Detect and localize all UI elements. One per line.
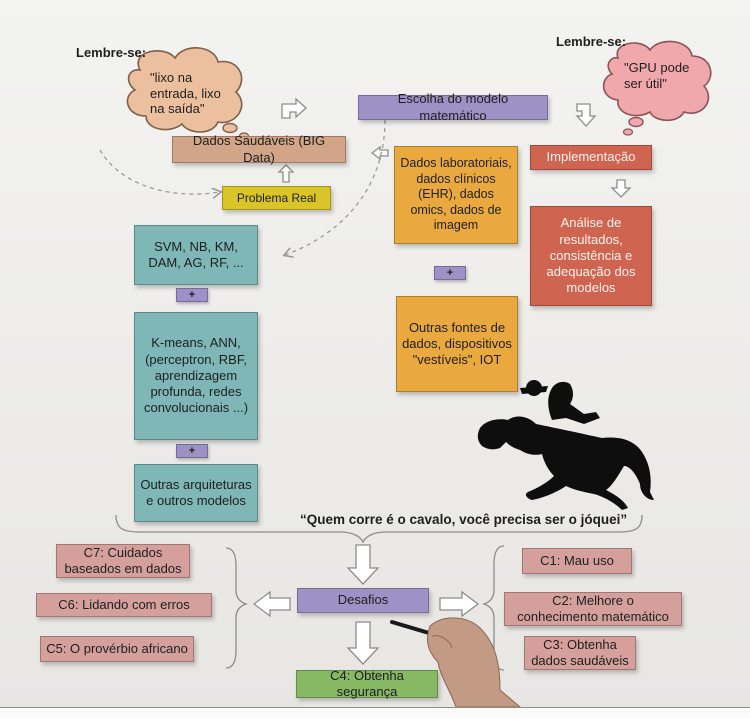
horse-jockey-icon	[477, 380, 654, 510]
thought-cloud-left	[126, 47, 250, 140]
plus-connector-orange: +	[434, 266, 466, 280]
reminder-cloud-right-text: "GPU pode ser útil"	[624, 60, 690, 91]
reminder-label-left: Lembre-se:	[76, 45, 147, 60]
thought-cloud-right	[602, 40, 712, 136]
problema-real-box: Problema Real	[222, 186, 331, 210]
hand-with-pen-icon	[390, 617, 522, 708]
escolha-modelo-box: Escolha do modelo matemático	[358, 91, 548, 123]
challenge-c4: C4: Obtenha segurança	[296, 668, 438, 699]
challenge-c7: C7: Cuidados baseados em dados	[56, 544, 190, 578]
bracket-top	[115, 514, 643, 544]
implementacao-box: Implementação	[530, 145, 652, 170]
reminder-cloud-left-text: "lixo na entrada, lixo na saída"	[150, 70, 221, 117]
brace-left	[225, 547, 249, 669]
challenge-c1: C1: Mau uso	[522, 548, 632, 574]
analise-box: Análise de resultados, consistência e ad…	[530, 206, 652, 306]
bottom-border	[0, 707, 750, 718]
desafios-box: Desafios	[297, 588, 429, 613]
hollow-arrows	[252, 97, 632, 665]
plus-connector-blue-2: +	[176, 444, 208, 458]
challenge-c6: C6: Lidando com erros	[36, 593, 212, 617]
kmeans-models-box: K-means, ANN, (perceptron, RBF, aprendiz…	[134, 312, 258, 440]
reminder-label-right: Lembre-se:	[556, 34, 627, 49]
dados-laboratoriais-box: Dados laboratoriais, dados clínicos (EHR…	[394, 146, 518, 244]
dados-saudaveis-box: Dados Saudáveis (BIG Data)	[172, 133, 346, 165]
svm-models-box: SVM, NB, KM, DAM, AG, RF, ...	[134, 225, 258, 285]
outras-arquiteturas-box: Outras arquiteturas e outros modelos	[134, 464, 258, 522]
challenge-c2: C2: Melhore o conhecimento matemático	[504, 592, 682, 626]
plus-connector-blue-1: +	[176, 288, 208, 302]
challenge-c5: C5: O provérbio africano	[40, 636, 194, 662]
jockey-quote: “Quem corre é o cavalo, você precisa ser…	[300, 512, 628, 527]
outras-fontes-box: Outras fontes de dados, dispositivos "ve…	[396, 296, 518, 392]
challenge-c3: C3: Obtenha dados saudáveis	[524, 636, 636, 670]
